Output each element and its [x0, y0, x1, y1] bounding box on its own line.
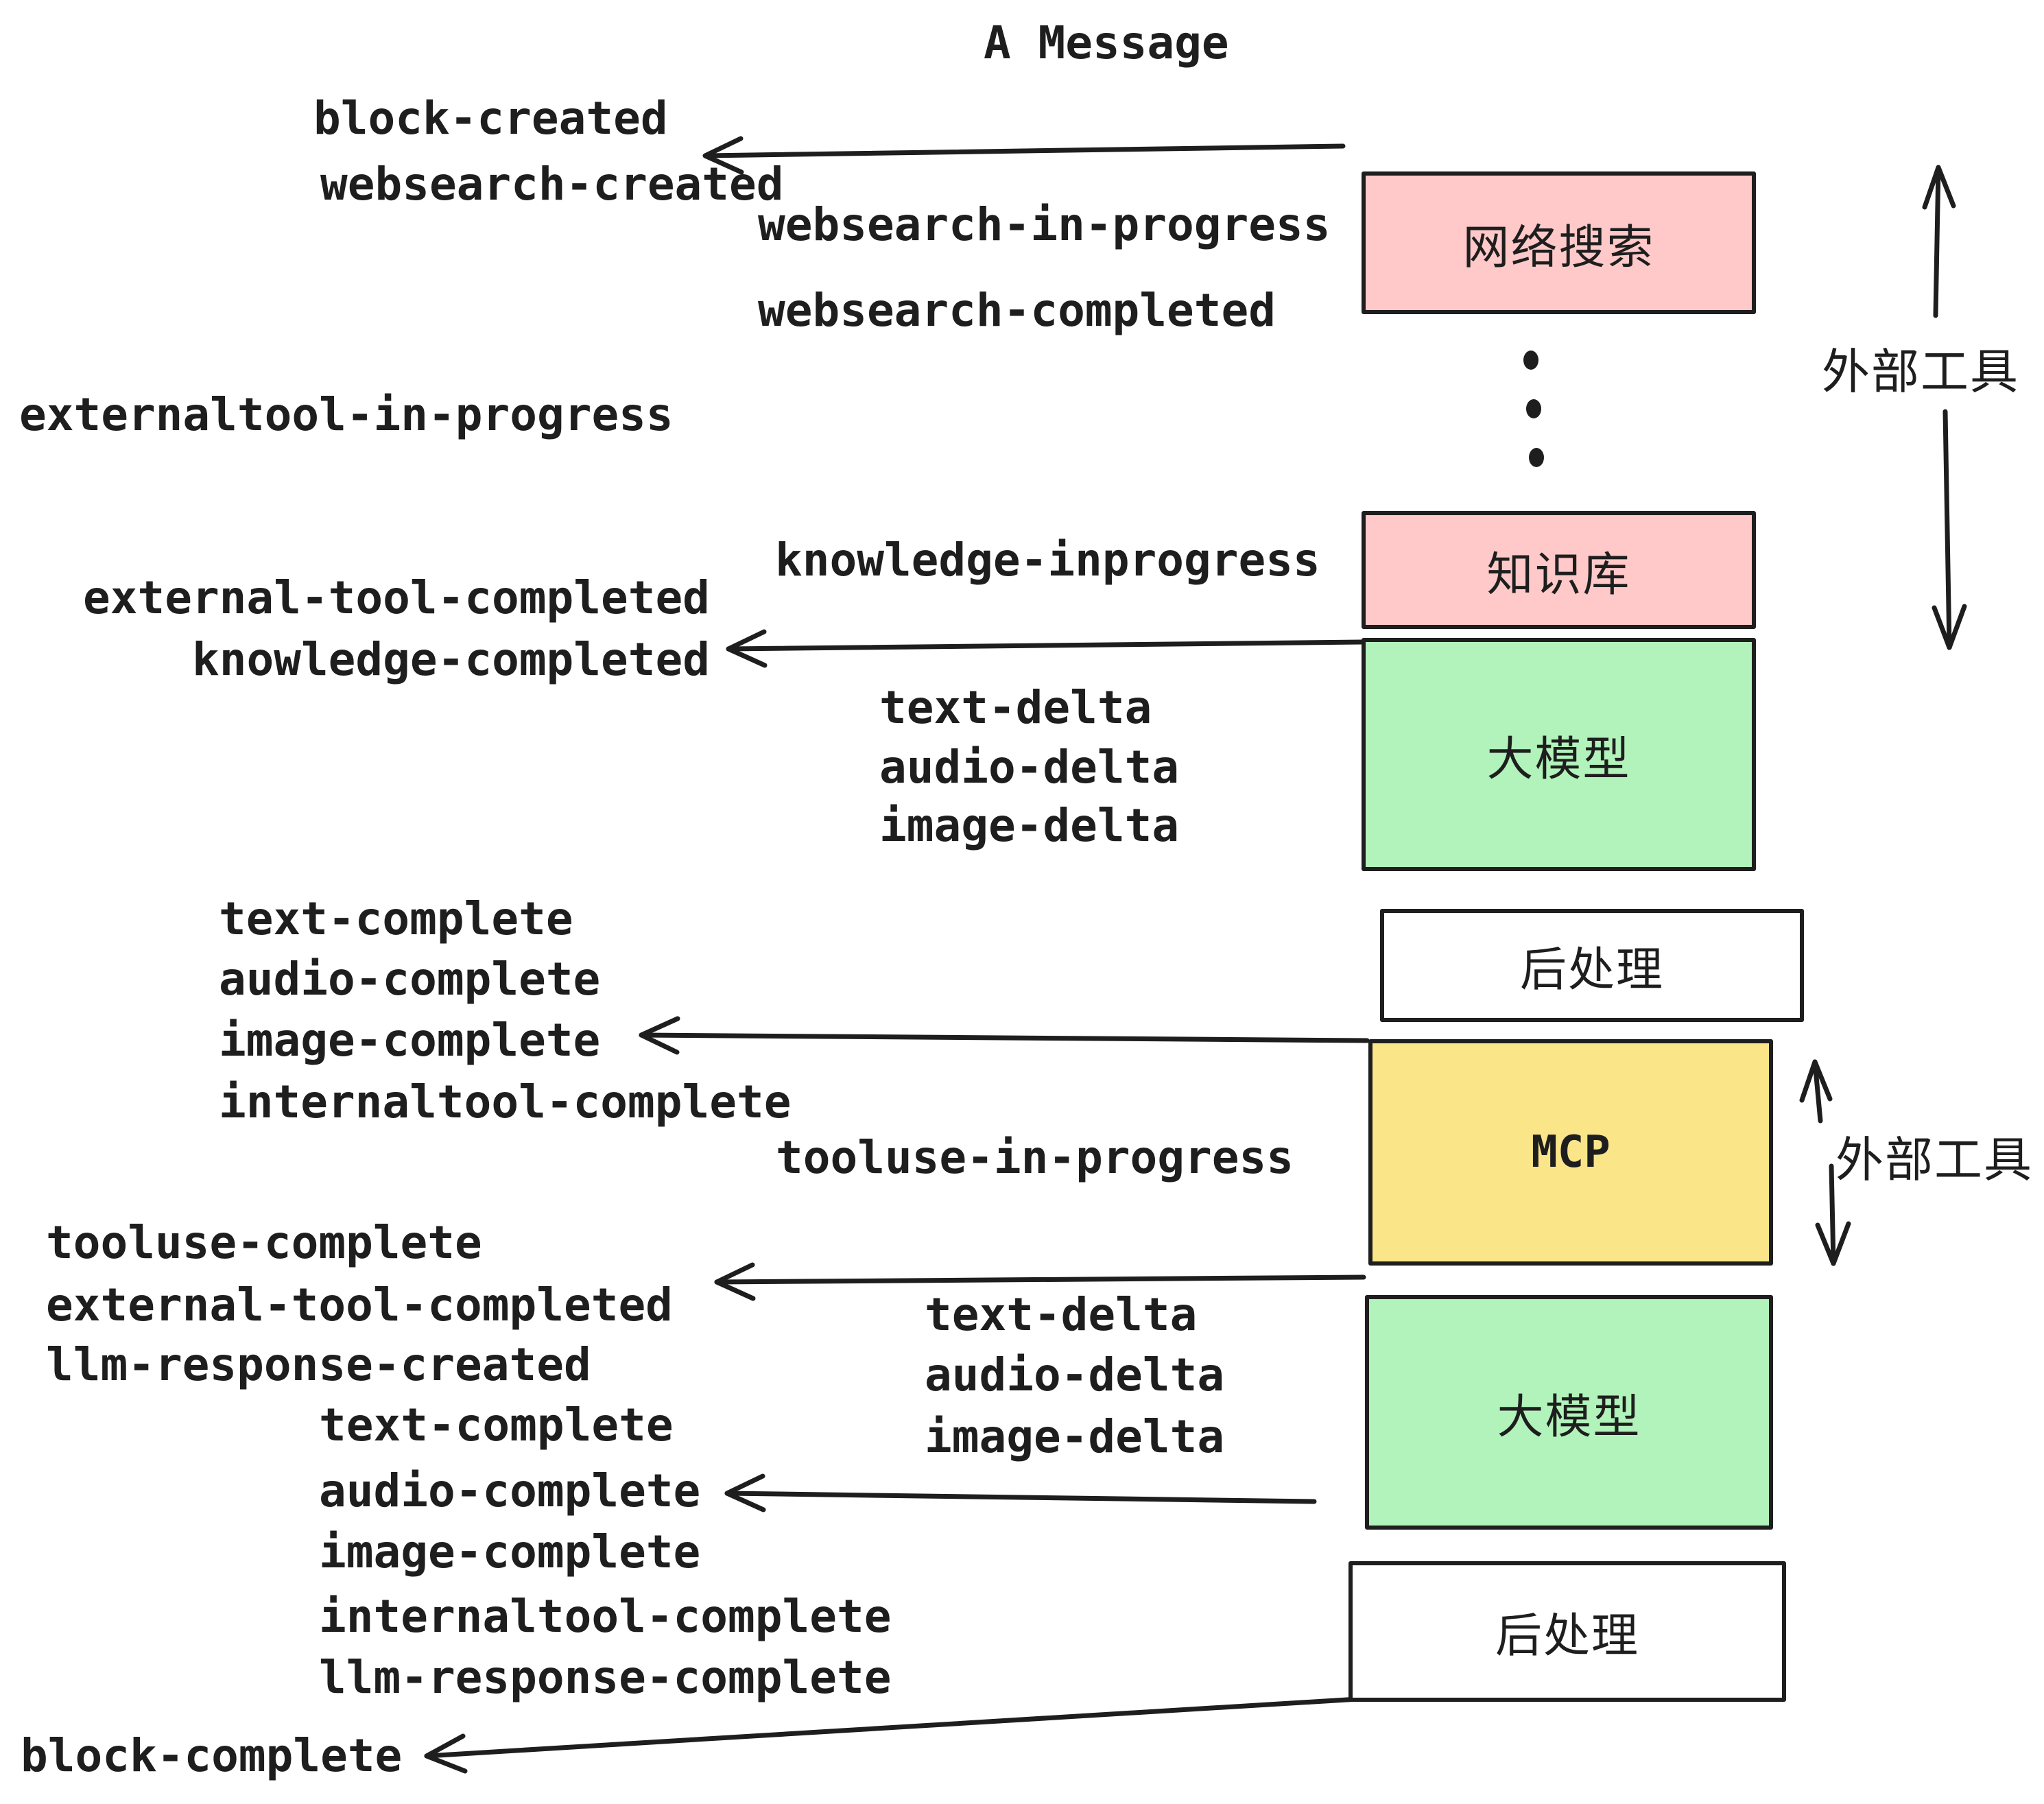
event-block-complete: block-complete: [21, 1729, 403, 1782]
event-knowledge-inprogress: knowledge-inprogress: [775, 534, 1320, 586]
event-audio-complete-2: audio-complete: [319, 1464, 701, 1517]
event-audio-complete-1: audio-complete: [219, 953, 601, 1006]
node-llm-2-label: 大模型: [1497, 1390, 1641, 1445]
node-postprocess-2: 后处理: [1348, 1561, 1786, 1702]
node-llm-1: 大模型: [1362, 638, 1756, 871]
arrow-knowledge-completed: [726, 629, 1364, 668]
external-tools-span-arrow-top: [1922, 165, 1967, 650]
arrow-image-complete: [639, 1016, 1370, 1055]
event-websearch-in-progress: websearch-in-progress: [758, 198, 1331, 251]
event-internaltool-complete-1: internaltool-complete: [219, 1076, 792, 1128]
arrow-websearch-created: [702, 136, 1346, 175]
event-llm-response-created: llm-response-created: [46, 1338, 591, 1391]
event-audio-delta-2: audio-delta: [925, 1349, 1225, 1401]
external-tools-label-mcp: 外部工具: [1835, 1132, 2033, 1188]
event-knowledge-completed: knowledge-completed: [192, 633, 710, 686]
event-image-delta-2: image-delta: [925, 1410, 1225, 1463]
event-tooluse-in-progress: tooluse-in-progress: [776, 1131, 1294, 1184]
node-postprocess-1-label: 后处理: [1519, 943, 1664, 997]
event-websearch-completed: websearch-completed: [758, 284, 1276, 337]
arrow-audio-complete: [724, 1473, 1317, 1512]
arrow-external-tool-completed: [714, 1262, 1366, 1301]
arrow-block-complete: [424, 1696, 1361, 1774]
node-knowledge: 知识库: [1362, 511, 1756, 629]
node-mcp: MCP: [1368, 1039, 1773, 1266]
node-llm-2: 大模型: [1365, 1295, 1773, 1530]
event-audio-delta-1: audio-delta: [879, 741, 1180, 794]
event-text-complete-2: text-complete: [319, 1399, 674, 1451]
event-block-created: block-created: [313, 92, 668, 145]
event-image-delta-1: image-delta: [879, 799, 1180, 852]
event-tooluse-complete: tooluse-complete: [46, 1216, 482, 1269]
event-external-tool-completed-1: external-tool-completed: [83, 571, 710, 624]
node-websearch: 网络搜索: [1362, 171, 1756, 314]
event-websearch-created: websearch-created: [320, 158, 784, 211]
external-tools-span-arrow-mcp: [1799, 1059, 1851, 1266]
event-llm-response-complete: llm-response-complete: [319, 1651, 892, 1704]
event-internaltool-complete-2: internaltool-complete: [319, 1590, 892, 1643]
node-llm-1-label: 大模型: [1486, 732, 1631, 787]
node-mcp-label: MCP: [1531, 1127, 1611, 1178]
external-tools-label-top: 外部工具: [1822, 344, 2019, 400]
node-knowledge-label: 知识库: [1486, 547, 1631, 602]
event-image-complete-2: image-complete: [319, 1526, 701, 1578]
node-postprocess-2-label: 后处理: [1495, 1609, 1639, 1663]
event-text-complete-1: text-complete: [219, 892, 573, 945]
page-title: A Message: [984, 16, 1229, 69]
node-postprocess-1: 后处理: [1380, 909, 1804, 1022]
ellipsis-dots-icon: [1523, 351, 1544, 467]
event-image-complete-1: image-complete: [219, 1014, 601, 1067]
node-websearch-label: 网络搜索: [1462, 220, 1655, 275]
event-text-delta-2: text-delta: [925, 1288, 1198, 1341]
event-externaltool-in-progress: externaltool-in-progress: [19, 388, 674, 441]
event-external-tool-completed-2: external-tool-completed: [46, 1279, 673, 1331]
event-text-delta-1: text-delta: [879, 681, 1152, 734]
